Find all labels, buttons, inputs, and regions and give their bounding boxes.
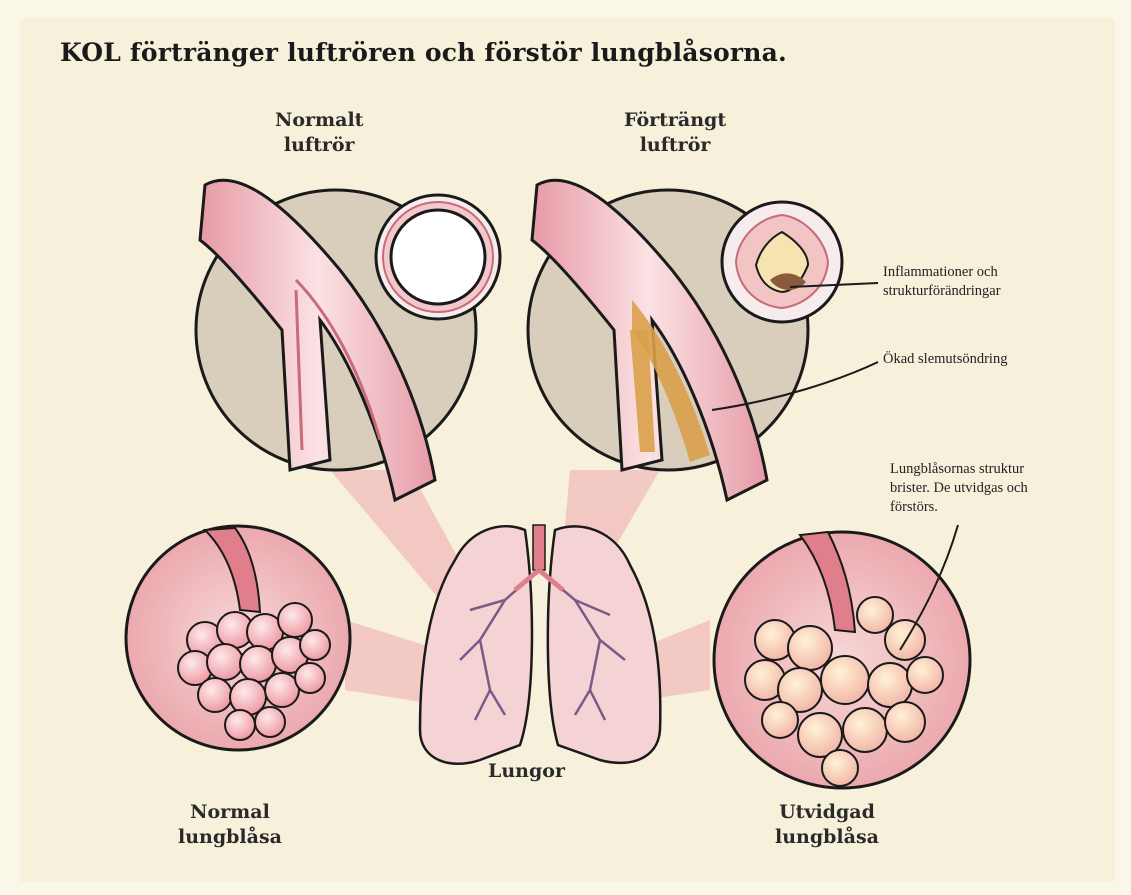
annotation-alveoli-damage: Lungblåsornas struktur brister. De utvid… (890, 460, 1028, 517)
label-normal-alveolus-line1: Normal (178, 800, 282, 825)
label-dilated-alveolus-line2: lungblåsa (775, 825, 879, 850)
label-normal-airway: Normalt luftrör (275, 108, 363, 158)
annotation-alveoli-damage-line2: brister. De utvidgas och (890, 479, 1028, 498)
annotation-alveoli-damage-line1: Lungblåsornas struktur (890, 460, 1028, 479)
lungs (420, 525, 660, 764)
label-narrowed-airway-line2: luftrör (624, 133, 726, 158)
dilated-alveolus-magnifier (714, 532, 970, 788)
label-normal-alveolus-line2: lungblåsa (178, 825, 282, 850)
label-normal-airway-line1: Normalt (275, 108, 363, 133)
annotation-inflammation-line2: strukturförändringar (883, 282, 1001, 301)
annotation-inflammation: Inflammationer och strukturförändringar (883, 263, 1001, 301)
label-dilated-alveolus: Utvidgad lungblåsa (775, 800, 879, 850)
normal-airway-magnifier (196, 180, 500, 500)
annotation-inflammation-line1: Inflammationer och (883, 263, 1001, 282)
label-normal-alveolus: Normal lungblåsa (178, 800, 282, 850)
narrowed-airway-magnifier (528, 180, 842, 500)
label-normal-airway-line2: luftrör (275, 133, 363, 158)
label-narrowed-airway: Förträngt luftrör (624, 108, 726, 158)
label-narrowed-airway-line1: Förträngt (624, 108, 726, 133)
annotation-alveoli-damage-line3: förstörs. (890, 498, 1028, 517)
normal-alveolus-magnifier (126, 526, 350, 750)
label-dilated-alveolus-line1: Utvidgad (775, 800, 879, 825)
page-title: KOL förtränger luftrören och förstör lun… (60, 38, 787, 67)
label-lungs: Lungor (488, 759, 565, 784)
annotation-mucus: Ökad slemutsöndring (883, 350, 1007, 369)
